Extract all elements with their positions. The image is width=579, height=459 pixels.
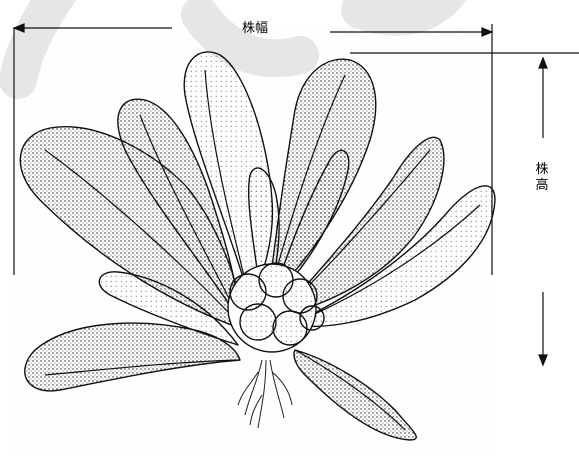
- plant-width-label: 株幅: [242, 17, 268, 36]
- plant-height-label: 株高: [534, 162, 550, 194]
